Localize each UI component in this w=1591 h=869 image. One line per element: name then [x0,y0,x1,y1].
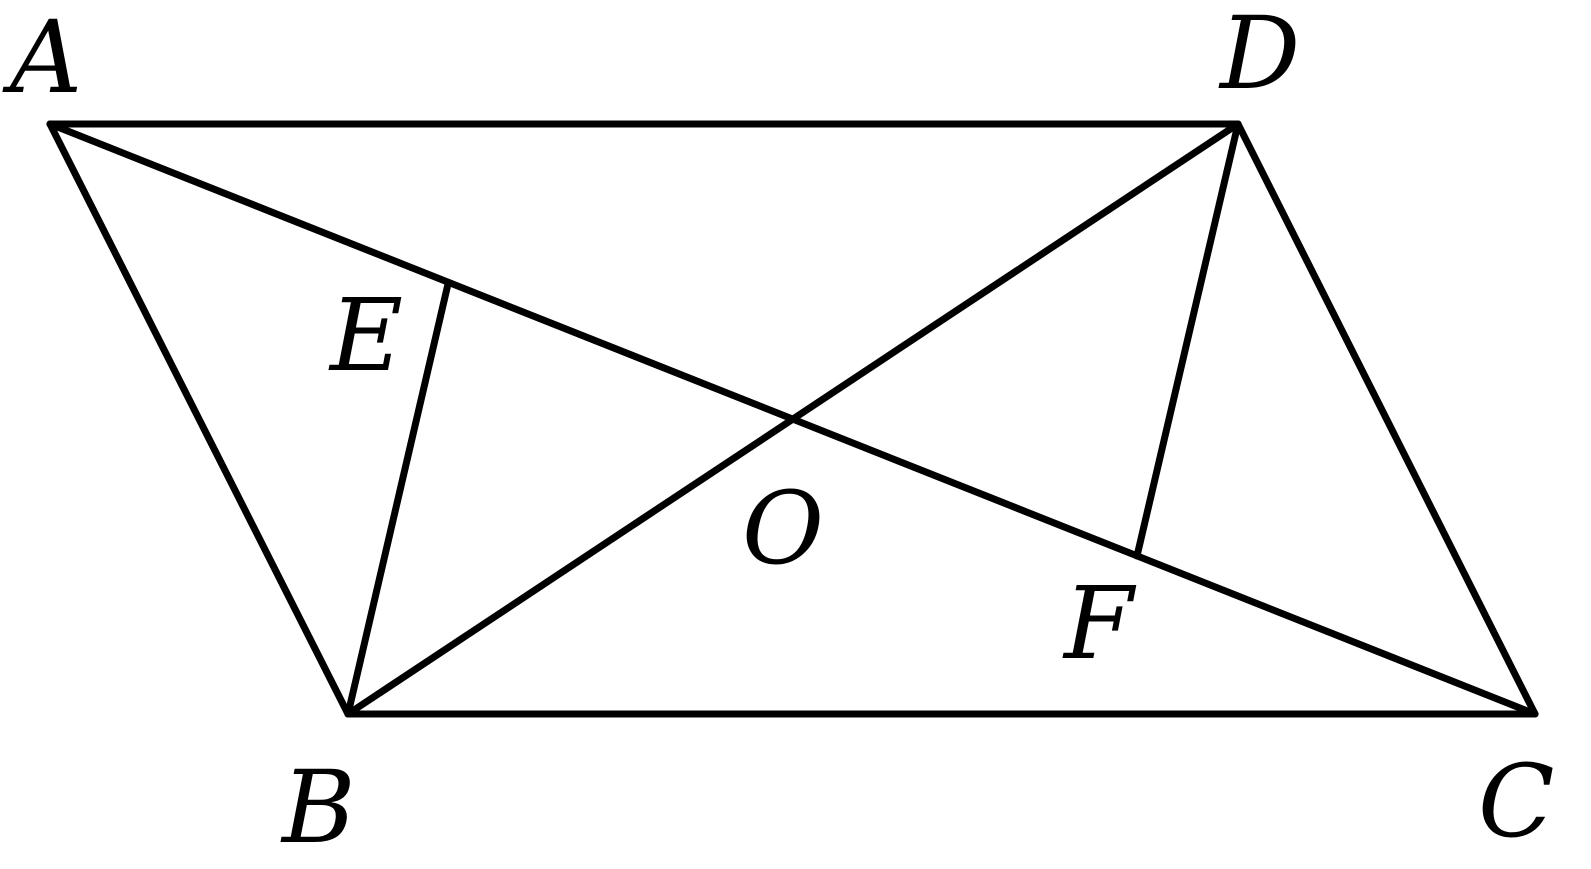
label-point-b: B [280,749,356,866]
label-point-a: A [2,0,82,116]
segment-bd [344,120,1242,718]
segment-be [344,280,452,718]
segment-ab [46,120,352,718]
label-point-f: F [1062,565,1137,682]
segment-dc [1234,120,1539,718]
label-point-d: D [1218,0,1300,112]
label-point-o: O [742,470,824,587]
label-point-c: C [1478,743,1555,860]
label-point-e: E [328,277,403,394]
segment-df [1133,120,1242,560]
